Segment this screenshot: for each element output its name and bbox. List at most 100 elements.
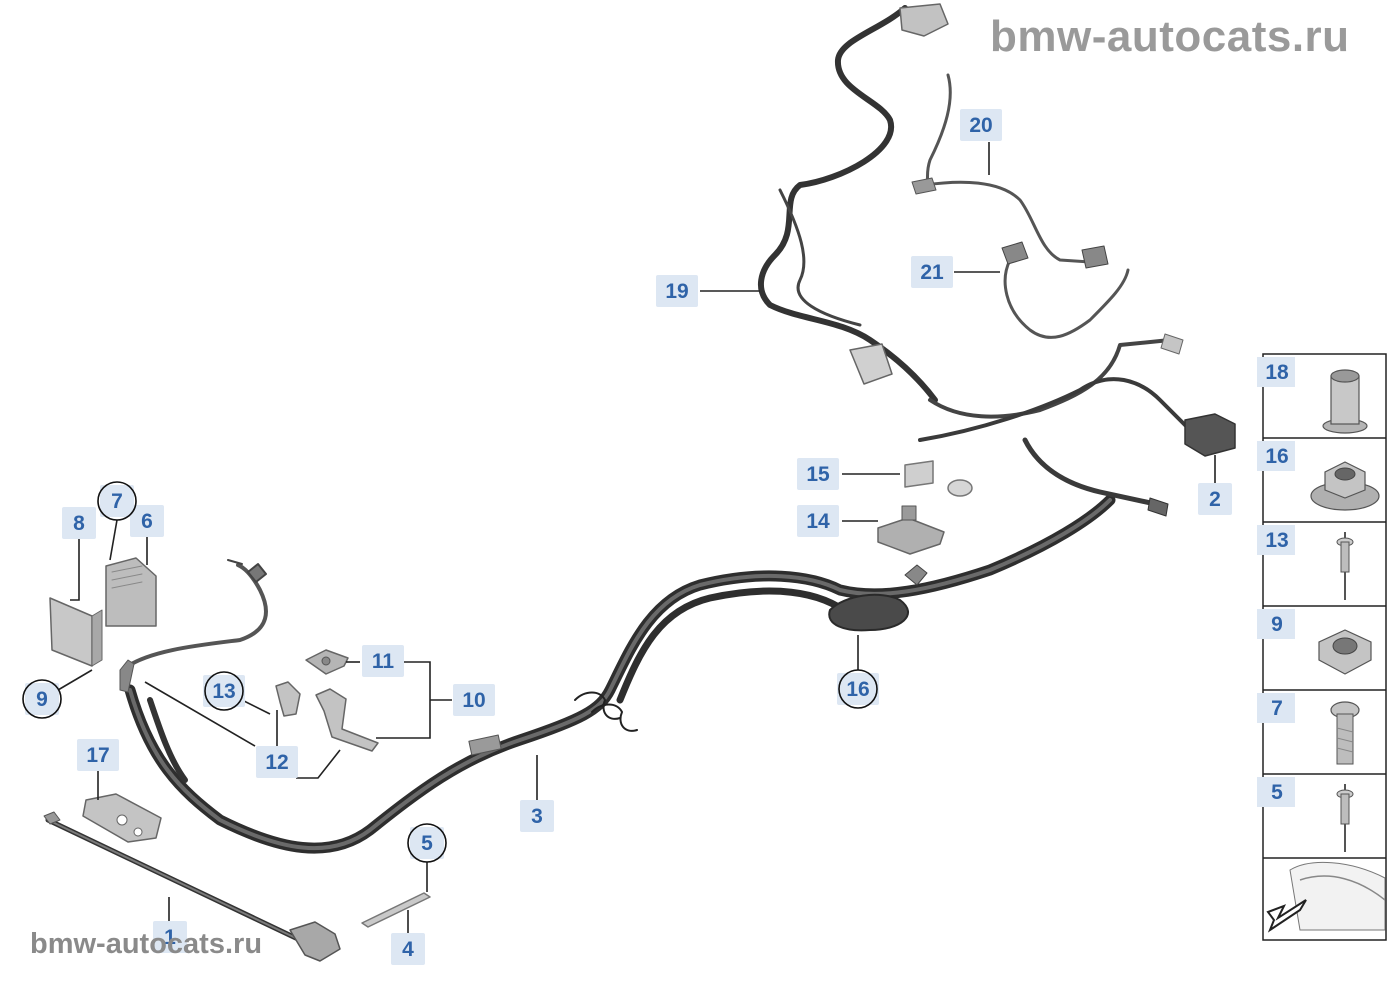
callout-1: 1 — [153, 921, 187, 953]
callout-circle — [22, 679, 62, 719]
callout-label: 12 — [265, 751, 288, 774]
callout-box — [362, 645, 404, 677]
callout-label: 5 — [421, 832, 433, 855]
callout-16: 16 — [837, 669, 879, 709]
callout-label: 6 — [141, 510, 153, 533]
left-branch-cable — [119, 559, 268, 783]
callout-circle — [204, 671, 244, 711]
callout-circle — [838, 669, 878, 709]
callout-circle — [97, 481, 137, 521]
callout-box — [100, 485, 134, 517]
callout-label: 1 — [164, 926, 176, 949]
sidebar-label-box — [1257, 357, 1295, 387]
callout-19: 19 — [656, 275, 698, 307]
blind-rivet-icon — [1336, 532, 1354, 600]
sidebar-row-13: 13 — [1257, 525, 1386, 607]
callout-label: 10 — [462, 689, 485, 712]
watermark-bottom: bmw-autocats.ru — [30, 928, 263, 960]
callout-14: 14 — [797, 505, 839, 537]
sidebar-label: 5 — [1271, 781, 1283, 804]
callout-21: 21 — [911, 256, 953, 288]
callout-label: 16 — [846, 678, 869, 701]
sidebar-label: 7 — [1271, 697, 1283, 720]
part-11-clip — [305, 649, 349, 675]
callout-box — [25, 683, 59, 715]
sidebar-row-5: 5 — [1257, 777, 1386, 859]
sidebar-row-7: 7 — [1257, 693, 1386, 775]
part-17-plate — [82, 793, 162, 843]
part-drawings — [43, 3, 1236, 962]
callout-box — [656, 275, 698, 307]
part-8-bracket — [49, 597, 103, 667]
part-4-strip — [361, 892, 431, 928]
watermark-top: bmw-autocats.ru — [990, 12, 1350, 61]
sidebar-row-18: 18 — [1257, 357, 1386, 439]
callout-2: 2 — [1198, 483, 1232, 515]
callout-label: 8 — [73, 512, 85, 535]
callout-box — [520, 800, 554, 832]
flange-nut-icon — [1310, 461, 1380, 511]
callout-label: 4 — [402, 938, 414, 961]
callout-box — [911, 256, 953, 288]
callout-box — [153, 921, 187, 953]
callout-9: 9 — [22, 679, 62, 719]
callout-12: 12 — [256, 746, 298, 778]
callout-5: 5 — [407, 823, 447, 863]
callout-box — [391, 933, 425, 965]
part-12-bracket — [315, 688, 379, 752]
callout-box — [797, 458, 839, 490]
part-19-harness — [758, 3, 1236, 457]
bolt-icon — [1330, 701, 1360, 765]
part-3-main-cable — [124, 437, 1169, 854]
callout-label: 13 — [212, 680, 235, 703]
callout-box — [203, 675, 245, 707]
callout-label: 7 — [111, 490, 123, 513]
sidebar-row-16: 16 — [1257, 441, 1386, 523]
callout-11: 11 — [362, 645, 404, 677]
rivet-nut-icon — [1322, 369, 1368, 434]
arrow-icon — [1266, 899, 1307, 933]
callout-6: 6 — [130, 505, 164, 537]
callout-label: 20 — [969, 114, 992, 137]
callout-10: 10 — [453, 684, 495, 716]
callout-leader-lines — [57, 142, 1216, 933]
part-13-bracket-small — [275, 681, 301, 717]
callout-circle — [407, 823, 447, 863]
callout-label: 19 — [665, 280, 688, 303]
parts-sidebar: 18 16 13 9 7 5 — [1257, 353, 1387, 941]
callout-8: 8 — [62, 507, 96, 539]
callout-box — [62, 507, 96, 539]
sidebar-label: 16 — [1265, 445, 1288, 468]
callout-box — [256, 746, 298, 778]
callout-box — [960, 109, 1002, 141]
sidebar-label-box — [1257, 441, 1295, 471]
callout-box — [453, 684, 495, 716]
callout-label: 2 — [1209, 488, 1221, 511]
callout-20: 20 — [960, 109, 1002, 141]
callout-label: 11 — [372, 650, 395, 673]
part-20-wire — [911, 73, 1109, 269]
sidebar-label-box — [1257, 525, 1295, 555]
hex-nut-icon — [1318, 629, 1372, 675]
blind-rivet-icon — [1336, 784, 1354, 852]
callout-box — [130, 505, 164, 537]
sidebar-label-box — [1257, 777, 1295, 807]
part-21-wire — [1001, 241, 1130, 339]
callout-box — [410, 827, 444, 859]
location-inset — [1266, 862, 1386, 933]
part-14-bracket — [877, 505, 945, 555]
part-15-clamp — [904, 460, 973, 497]
callout-label: 17 — [86, 744, 109, 767]
callout-17: 17 — [77, 739, 119, 771]
callout-label: 3 — [531, 805, 543, 828]
callout-label: 14 — [806, 510, 830, 533]
sidebar-row-9: 9 — [1257, 609, 1386, 691]
callout-4: 4 — [391, 933, 425, 965]
callout-13: 13 — [203, 671, 245, 711]
callout-label: 15 — [806, 463, 830, 486]
callout-7: 7 — [97, 481, 137, 521]
part-6-block — [105, 557, 157, 627]
